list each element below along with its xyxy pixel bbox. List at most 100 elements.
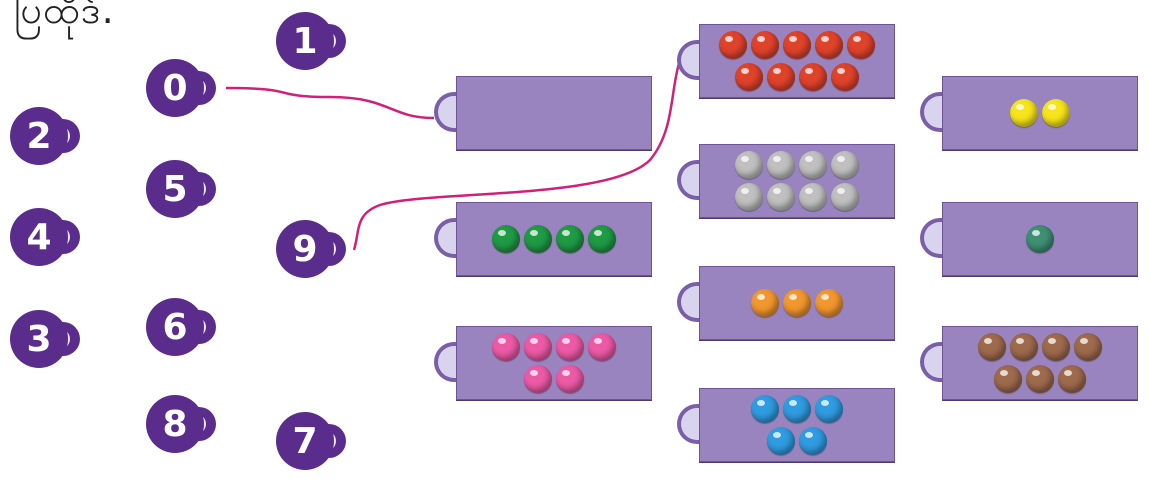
bead-pink — [556, 365, 584, 393]
card-body — [699, 388, 895, 462]
bead-row — [1010, 99, 1070, 127]
bead-red — [847, 31, 875, 59]
bead-green — [492, 225, 520, 253]
bead-brown — [978, 333, 1006, 361]
number-badge-5[interactable]: 5 — [146, 160, 222, 220]
number-badge-2[interactable]: 2 — [10, 107, 86, 167]
bead-brown — [994, 365, 1022, 393]
card-body — [699, 24, 895, 98]
bead-card-orange[interactable] — [677, 266, 895, 340]
bead-row — [492, 333, 616, 361]
bead-red — [831, 63, 859, 91]
card-body — [456, 326, 652, 400]
bead-brown — [1010, 333, 1038, 361]
bead-red — [815, 31, 843, 59]
bead-brown — [1074, 333, 1102, 361]
bead-row — [994, 365, 1086, 393]
card-body — [942, 202, 1138, 276]
bead-yellow — [1042, 99, 1070, 127]
bead-blue — [815, 395, 843, 423]
number-badge-4[interactable]: 4 — [10, 208, 86, 268]
bead-orange — [751, 289, 779, 317]
number-badge-0[interactable]: 0 — [146, 59, 222, 119]
bead-card-teal[interactable] — [920, 202, 1138, 276]
card-body — [699, 266, 895, 340]
bead-brown — [1042, 333, 1070, 361]
bead-gray — [799, 183, 827, 211]
bead-blue — [767, 427, 795, 455]
number-badge-9[interactable]: 9 — [276, 220, 352, 280]
bead-gray — [799, 151, 827, 179]
card-body — [942, 326, 1138, 400]
bead-row — [751, 395, 843, 423]
bead-row — [719, 31, 875, 59]
bead-gray — [831, 151, 859, 179]
bead-orange — [815, 289, 843, 317]
bead-row — [492, 225, 616, 253]
card-body — [699, 144, 895, 218]
bead-pink — [556, 333, 584, 361]
bead-row — [767, 427, 827, 455]
number-badge-label: 9 — [276, 220, 334, 278]
bead-red — [799, 63, 827, 91]
bead-gray — [831, 183, 859, 211]
number-badge-label: 8 — [146, 395, 204, 453]
instruction-text: ပြထိုဒ်. — [14, 0, 115, 32]
bead-red — [719, 31, 747, 59]
bead-green — [588, 225, 616, 253]
bead-pink — [524, 333, 552, 361]
number-badge-label: 2 — [10, 107, 68, 165]
bead-green — [556, 225, 584, 253]
number-badge-7[interactable]: 7 — [276, 412, 352, 472]
number-badge-3[interactable]: 3 — [10, 310, 86, 370]
bead-red — [767, 63, 795, 91]
number-badge-label: 4 — [10, 208, 68, 266]
number-badge-1[interactable]: 1 — [276, 12, 352, 72]
bead-gray — [767, 151, 795, 179]
bead-blue — [751, 395, 779, 423]
number-badge-label: 0 — [146, 59, 204, 117]
bead-pink — [588, 333, 616, 361]
number-badge-label: 7 — [276, 412, 334, 470]
bead-gray — [767, 183, 795, 211]
bead-blue — [783, 395, 811, 423]
bead-card-empty[interactable] — [434, 76, 652, 150]
bead-red — [751, 31, 779, 59]
card-body — [942, 76, 1138, 150]
bead-teal — [1026, 225, 1054, 253]
bead-red — [735, 63, 763, 91]
bead-row — [751, 289, 843, 317]
bead-row — [978, 333, 1102, 361]
bead-pink — [524, 365, 552, 393]
bead-card-blue[interactable] — [677, 388, 895, 462]
card-body — [456, 202, 652, 276]
bead-yellow — [1010, 99, 1038, 127]
bead-green — [524, 225, 552, 253]
bead-brown — [1026, 365, 1054, 393]
card-body — [456, 76, 652, 150]
bead-card-brown[interactable] — [920, 326, 1138, 400]
bead-row — [735, 63, 859, 91]
bead-card-red[interactable] — [677, 24, 895, 98]
bead-row — [524, 365, 584, 393]
bead-gray — [735, 151, 763, 179]
bead-card-green[interactable] — [434, 202, 652, 276]
bead-card-yellow[interactable] — [920, 76, 1138, 150]
bead-card-pink[interactable] — [434, 326, 652, 400]
number-badge-6[interactable]: 6 — [146, 298, 222, 358]
bead-card-gray[interactable] — [677, 144, 895, 218]
number-badge-label: 3 — [10, 310, 68, 368]
bead-gray — [735, 183, 763, 211]
number-badge-label: 1 — [276, 12, 334, 70]
number-badge-8[interactable]: 8 — [146, 395, 222, 455]
number-badge-label: 5 — [146, 160, 204, 218]
number-badge-label: 6 — [146, 298, 204, 356]
bead-row — [735, 151, 859, 179]
bead-orange — [783, 289, 811, 317]
connector-line-0-empty — [225, 86, 435, 120]
bead-red — [783, 31, 811, 59]
bead-blue — [799, 427, 827, 455]
bead-row — [735, 183, 859, 211]
bead-brown — [1058, 365, 1086, 393]
